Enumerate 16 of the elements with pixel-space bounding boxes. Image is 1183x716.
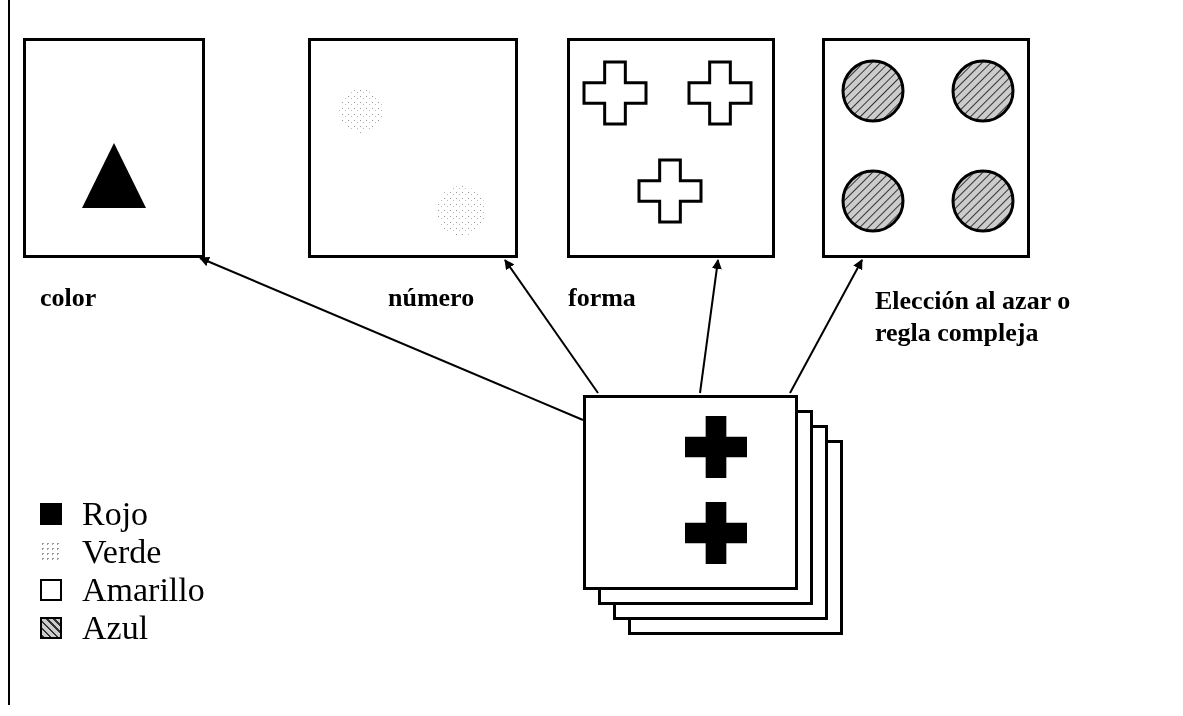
legend-label: Verde <box>82 533 162 571</box>
card-label: Elección al azar o regla compleja <box>875 285 1072 349</box>
card <box>308 38 518 258</box>
legend-label: Rojo <box>82 495 149 533</box>
arrow <box>504 259 599 394</box>
legend-label: Amarillo <box>82 571 205 609</box>
card <box>567 38 775 258</box>
arrow <box>699 259 722 394</box>
arrow <box>199 256 584 421</box>
legend-label: Azul <box>82 609 149 647</box>
card-label: forma <box>568 282 636 314</box>
card <box>822 38 1030 258</box>
card-label: número <box>388 282 475 314</box>
arrow <box>789 259 863 394</box>
card <box>23 38 205 258</box>
card-label: color <box>40 282 97 314</box>
